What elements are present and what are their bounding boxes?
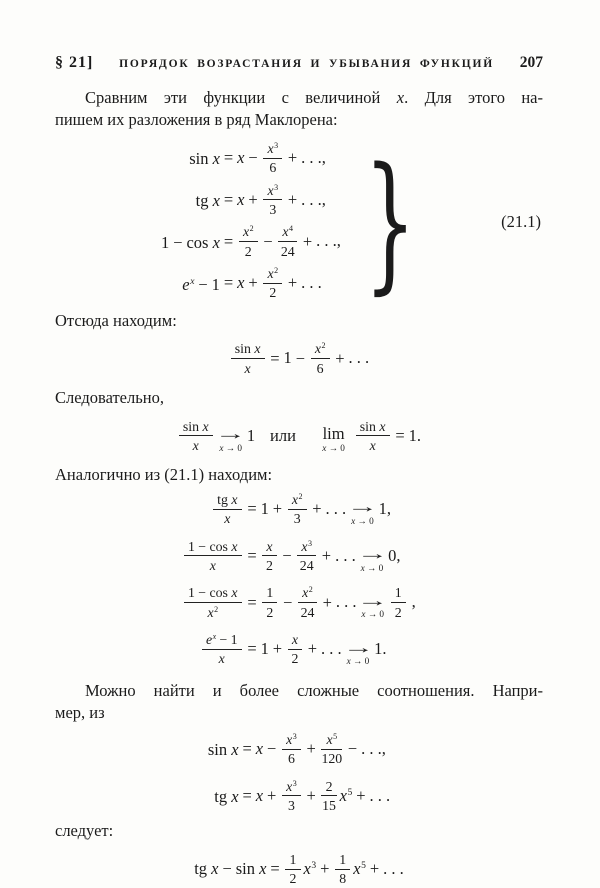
equation-number-label: (21.1) bbox=[501, 211, 541, 231]
paragraph-intro-line1: Сравним эти функции с величиной x. Для э… bbox=[85, 88, 543, 107]
page-header: § 21] ПОРЯДОК ВОЗРАСТАНИЯ И УБЫВАНИЯ ФУН… bbox=[55, 54, 543, 72]
equation-lhs: sin x bbox=[189, 149, 220, 169]
page-number: 207 bbox=[519, 54, 543, 71]
running-title: ПОРЯДОК ВОЗРАСТАНИЯ И УБЫВАНИЯ ФУНКЦИЙ bbox=[119, 58, 494, 70]
paragraph-sledovatelno: Следовательно, bbox=[55, 388, 164, 408]
equation-lhs: 1−cos x bbox=[160, 232, 220, 252]
equation-group-brace: } bbox=[364, 135, 416, 308]
paragraph-sleduet: следует: bbox=[55, 821, 114, 841]
paragraph-analogichno: Аналогично из (21.1) находим: bbox=[55, 465, 273, 485]
paragraph-intro-line2: пишем их разложения в ряд Маклорена: bbox=[55, 110, 338, 130]
paragraph-otsyuda: Отсюда находим: bbox=[55, 311, 177, 330]
section-number: § 21] bbox=[55, 54, 94, 71]
equation-lhs: tg x bbox=[214, 787, 239, 807]
paragraph-mozhno-line2: мер, из bbox=[55, 703, 105, 723]
equation-lhs: tg x bbox=[195, 191, 220, 211]
equation-lhs: ex−1 bbox=[182, 274, 220, 294]
paragraph-mozhno-line1: Можно найти и более сложные соотношения.… bbox=[85, 681, 543, 700]
equation-lhs: sin x bbox=[207, 740, 239, 760]
